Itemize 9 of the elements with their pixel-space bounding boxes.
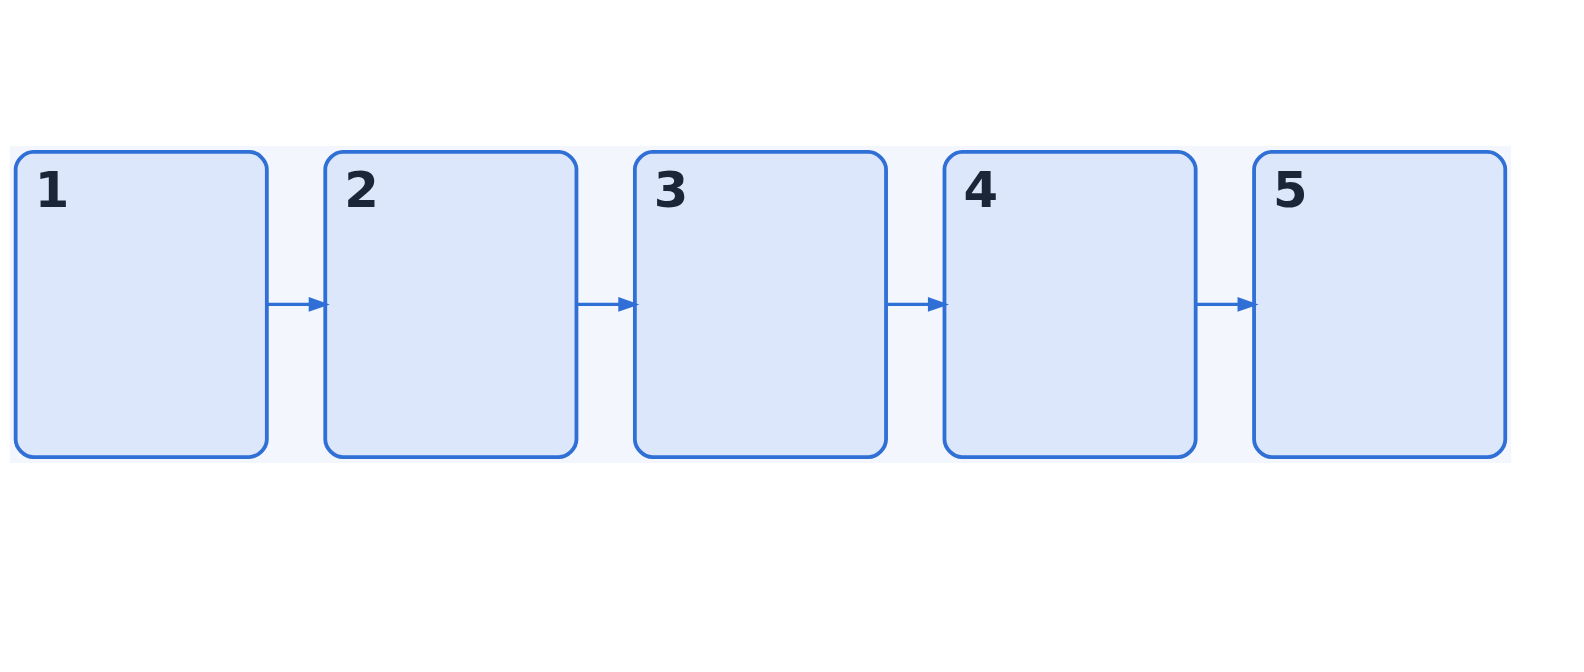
arrow — [267, 297, 330, 312]
arrow — [576, 297, 640, 312]
node-box: 4 — [942, 149, 1198, 459]
arrow — [886, 297, 949, 312]
node-box: 2 — [323, 149, 579, 459]
node-box: 1 — [13, 149, 269, 459]
node-box: 5 — [1252, 149, 1508, 459]
arrow — [1195, 297, 1259, 312]
node-box: 3 — [632, 149, 888, 459]
